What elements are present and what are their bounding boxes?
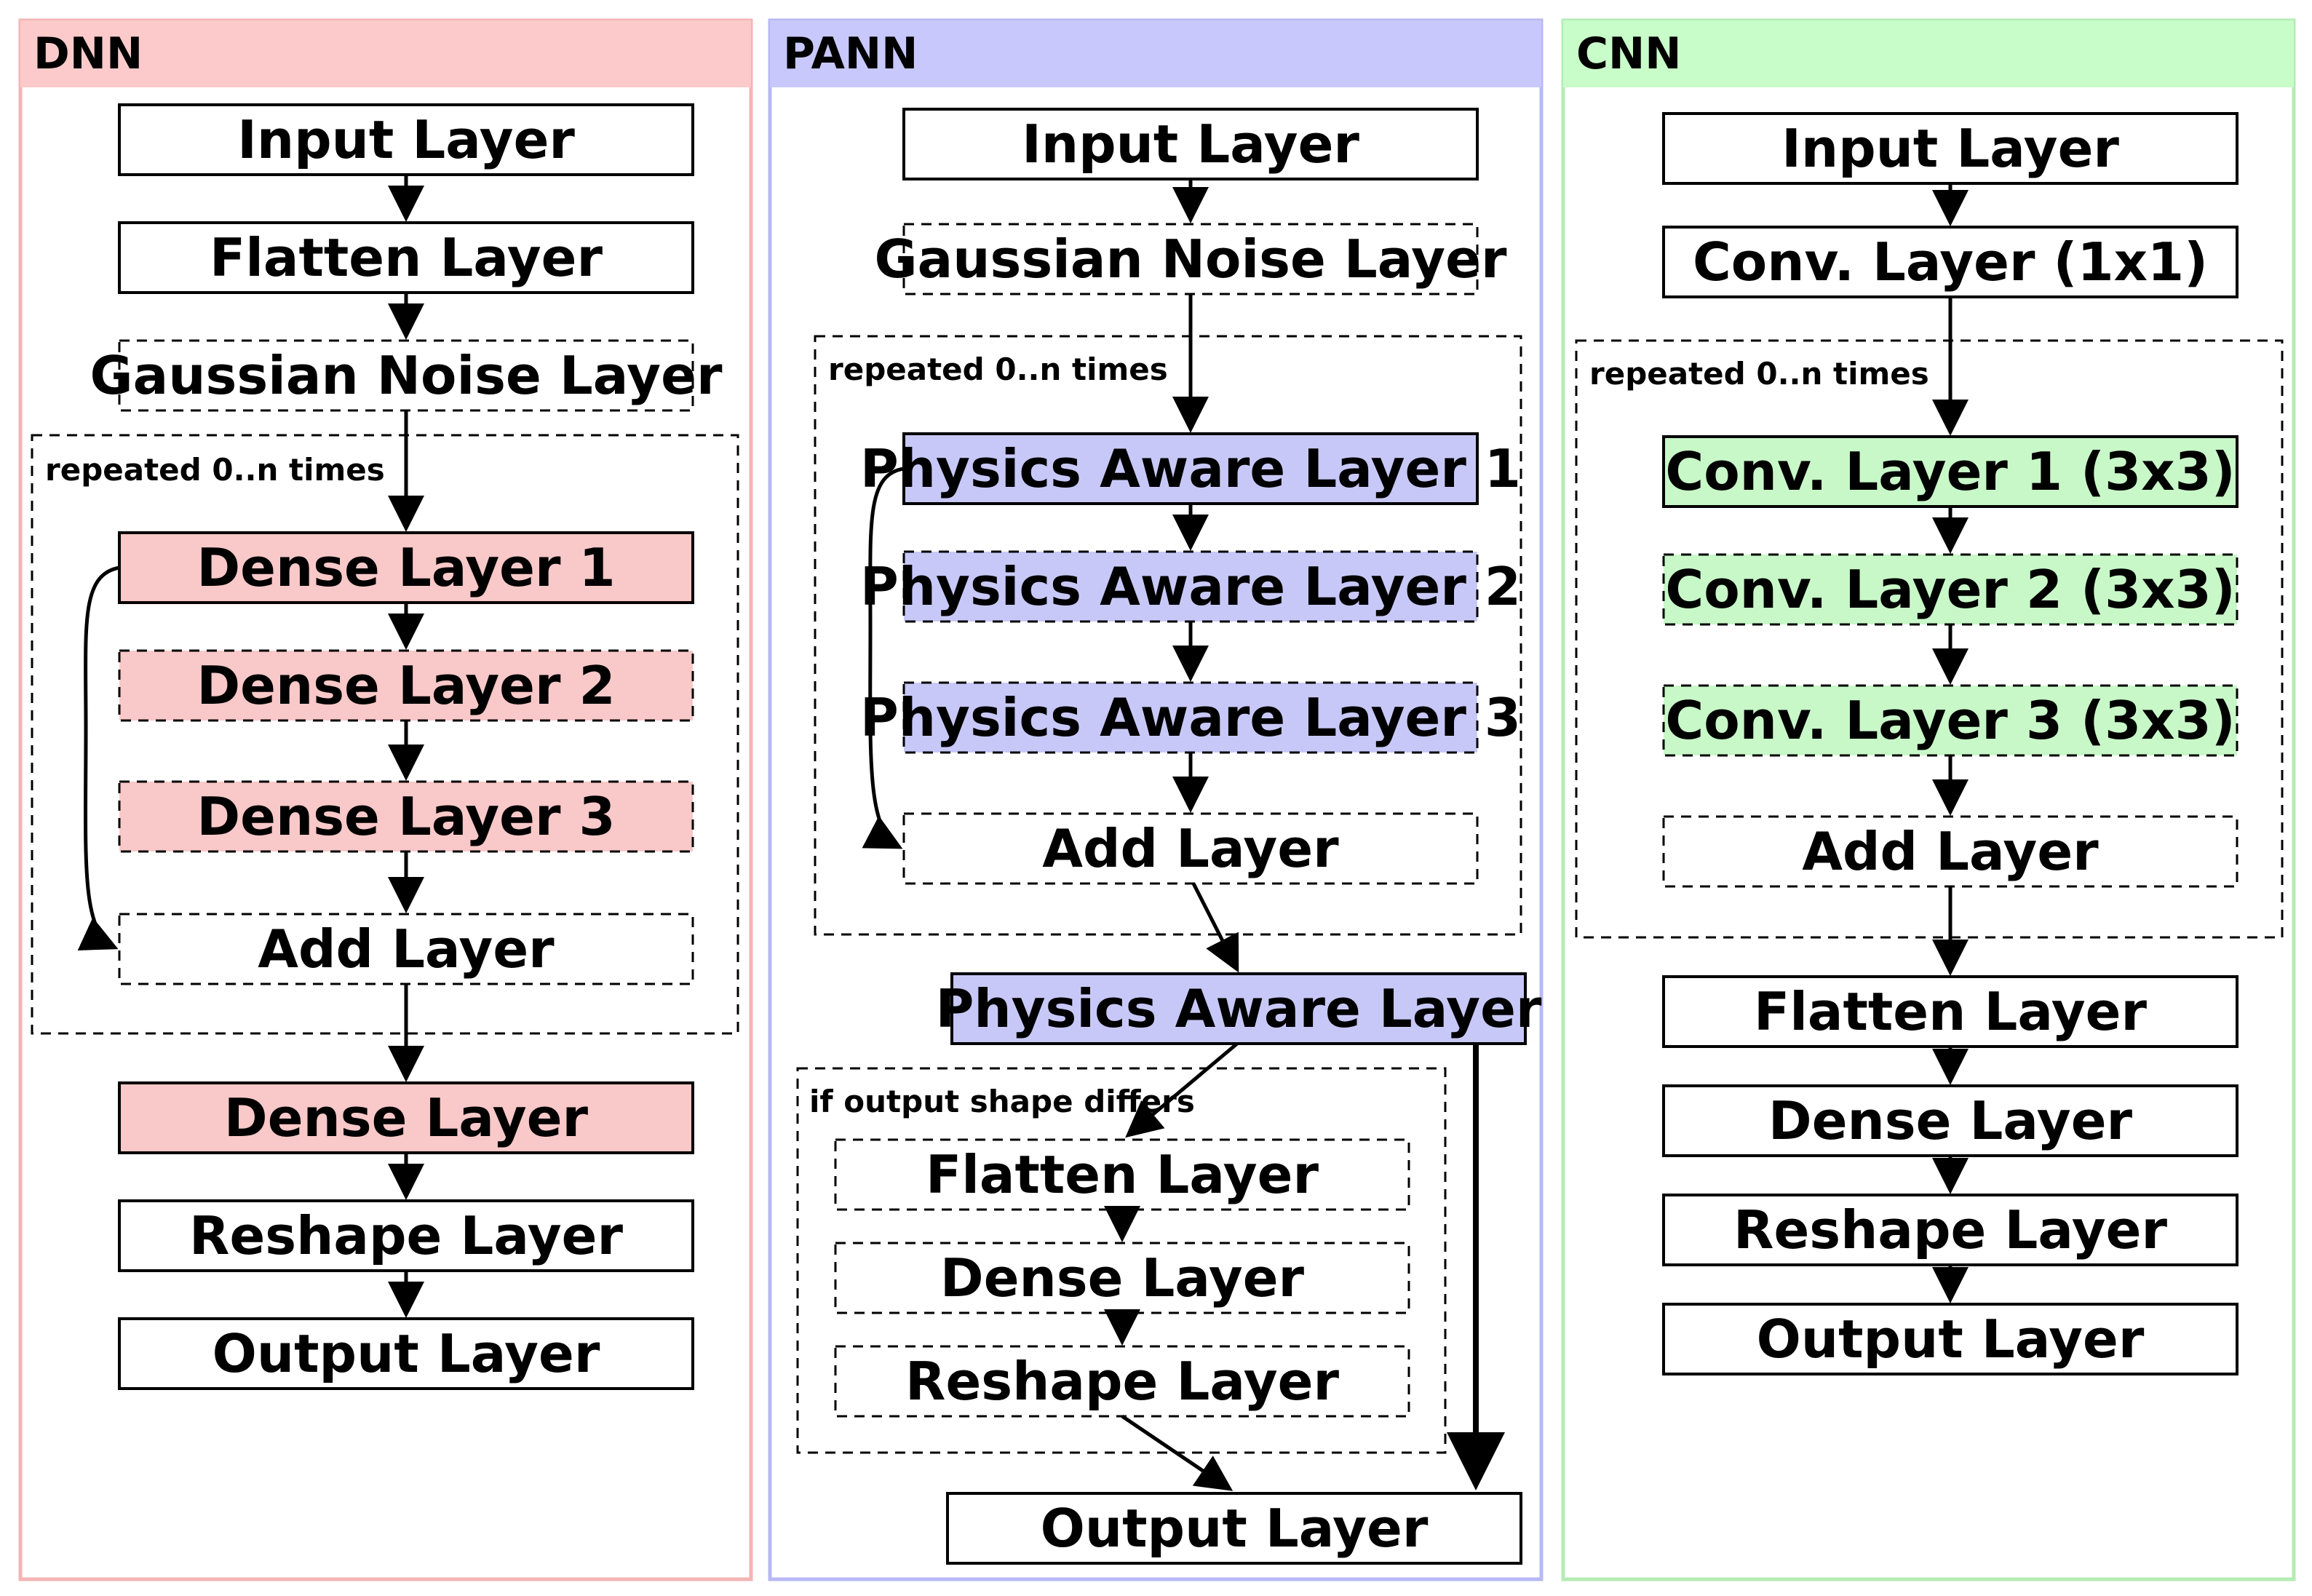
cnn-add-layer-label: Add Layer [1802,821,2099,882]
pann-physics-aware-layer [950,972,1527,1045]
pann-physics-aware-layer-1-label: Physics Aware Layer 1 [860,438,1521,499]
pann-physics-aware-layer-label: Physics Aware Layer [936,978,1542,1039]
pann-add-layer [902,812,1479,885]
cnn-output-layer-label: Output Layer [1757,1309,2145,1370]
pann-physics-aware-layer-3-label: Physics Aware Layer 3 [860,687,1521,748]
dnn-reshape-layer-label: Reshape Layer [189,1205,623,1266]
pann-reshape-layer-label: Reshape Layer [905,1351,1339,1412]
cnn-panel: CNN repeated 0..n times Input Layer Conv… [1561,18,2296,1581]
pann-output-layer-label: Output Layer [1041,1498,1429,1559]
pann-arrow-reshape-output [1121,1414,1234,1491]
pann-output-layer [946,1492,1522,1565]
pann-physics-aware-layer-1 [902,432,1479,505]
cnn-repeat-label: repeated 0..n times [1589,356,1929,392]
dnn-arrows [77,175,424,1318]
cnn-panel-title: CNN [1576,28,1681,79]
cnn-output-layer [1662,1303,2238,1375]
pann-dense-layer-label: Dense Layer [940,1247,1305,1309]
dnn-skip-connection-arrow [77,565,120,950]
dnn-repeat-label: repeated 0..n times [45,452,385,488]
dnn-add-layer [118,913,694,985]
dnn-repeat-group [31,434,739,1035]
cnn-input-layer [1662,112,2238,185]
pann-physics-aware-layer-2-label: Physics Aware Layer 2 [860,556,1521,617]
cnn-dense-layer-label: Dense Layer [1768,1090,2133,1151]
pann-condition-group [796,1067,1447,1454]
dnn-dense-layer-2-label: Dense Layer 2 [196,655,615,716]
pann-add-layer-label: Add Layer [1042,818,1339,879]
dnn-panel: DNN repeated 0..n times Input Layer Flat… [18,18,753,1581]
dnn-flatten-layer-label: Flatten Layer [210,227,603,288]
cnn-conv-layer-2-label: Conv. Layer 2 (3x3) [1665,559,2235,620]
pann-reshape-layer [834,1345,1410,1418]
dnn-dense-layer-label: Dense Layer [224,1087,589,1148]
cnn-conv-layer-1-label: Conv. Layer 1 (3x3) [1665,441,2235,502]
pann-gaussian-noise-layer [902,223,1479,295]
cnn-repeat-group [1575,339,2284,939]
pann-skip-connection-arrow [862,467,905,849]
dnn-dense-layer [118,1081,694,1154]
dnn-panel-title: DNN [33,28,143,79]
dnn-output-layer [118,1317,694,1390]
dnn-panel-header [20,20,751,87]
dnn-flatten-layer [118,221,694,294]
pann-condition-label: if output shape differs [809,1084,1195,1119]
dnn-gaussian-noise-layer-label: Gaussian Noise Layer [90,345,723,406]
pann-gaussian-noise-layer-label: Gaussian Noise Layer [875,229,1507,290]
dnn-input-layer-label: Input Layer [237,109,575,170]
dnn-add-layer-label: Add Layer [258,918,555,980]
pann-repeat-group [814,335,1522,936]
cnn-conv-layer-3 [1662,684,2238,757]
cnn-flatten-layer-label: Flatten Layer [1754,981,2147,1042]
cnn-conv-layer-1 [1662,435,2238,508]
dnn-dense-layer-3 [118,780,694,853]
cnn-conv-layer-3-label: Conv. Layer 3 (3x3) [1665,690,2235,751]
pann-repeat-label: repeated 0..n times [828,352,1168,387]
dnn-output-layer-label: Output Layer [212,1323,600,1384]
pann-panel: PANN repeated 0..n times if output shape… [768,18,1544,1581]
cnn-add-layer [1662,815,2238,888]
cnn-conv-layer-1x1 [1662,226,2238,298]
cnn-input-layer-label: Input Layer [1781,118,2119,179]
cnn-panel-header [1563,20,2294,87]
cnn-conv-layer-1x1-label: Conv. Layer (1x1) [1693,231,2208,293]
pann-flatten-layer [834,1138,1410,1211]
pann-arrows [862,179,1505,1491]
cnn-dense-layer [1662,1084,2238,1157]
pann-panel-title: PANN [783,28,918,79]
pann-arrow-pa-flatten [1125,1042,1239,1138]
pann-input-layer-label: Input Layer [1022,114,1359,175]
cnn-reshape-layer-label: Reshape Layer [1733,1199,2167,1260]
dnn-gaussian-noise-layer [118,339,694,412]
pann-physics-aware-layer-3 [902,681,1479,754]
dnn-dense-layer-1-label: Dense Layer 1 [196,537,615,598]
pann-flatten-layer-label: Flatten Layer [926,1144,1319,1205]
pann-panel-header [770,20,1541,87]
pann-arrow-add-pa [1191,882,1239,973]
cnn-conv-layer-2 [1662,553,2238,626]
dnn-dense-layer-2 [118,649,694,722]
dnn-dense-layer-3-label: Dense Layer 3 [196,786,615,847]
